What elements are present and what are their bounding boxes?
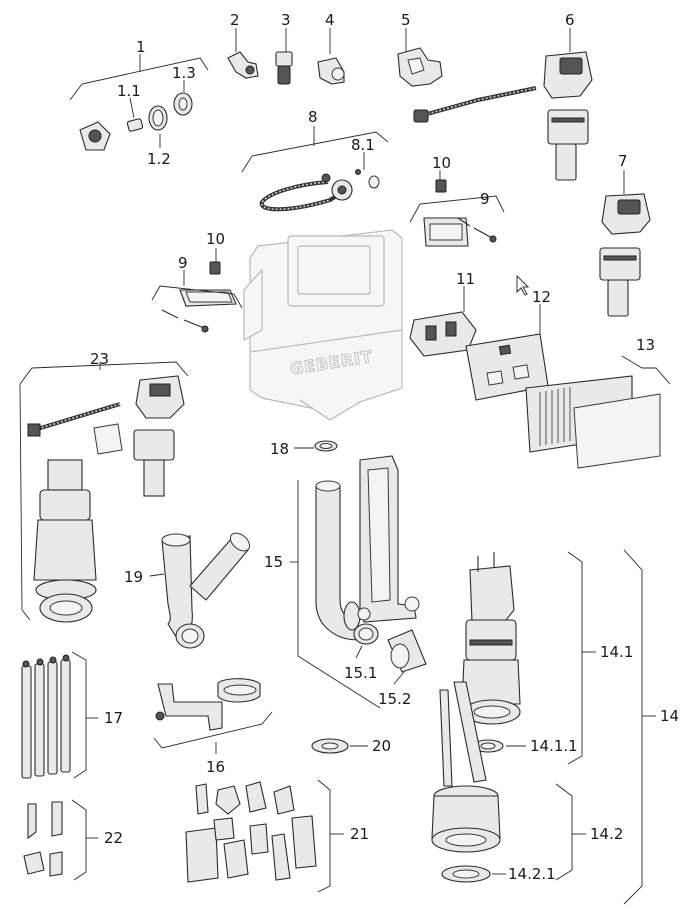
part-17-mounting-strips [21, 654, 71, 779]
callout-10-right: 10 [432, 154, 451, 172]
callout-9-right: 9 [480, 190, 490, 208]
callout-1-2: 1.2 [147, 150, 171, 168]
part-3-connector [275, 51, 293, 85]
part-14-flush-valve [461, 552, 521, 753]
callout-19: 19 [124, 568, 143, 586]
callout-10-left: 10 [206, 230, 225, 248]
part-13-service-cover [525, 375, 661, 469]
part-22-clips [23, 801, 63, 877]
callout-14-1-1: 14.1.1 [530, 737, 578, 755]
part-20-washer [311, 738, 349, 754]
part-9-fixing-set-right [423, 179, 497, 247]
callout-17: 17 [104, 709, 123, 727]
part-14-2-overflow-assembly [431, 681, 501, 883]
callout-14-2: 14.2 [590, 825, 623, 843]
part-16-support-bracket [155, 678, 261, 731]
part-19-bend-pipe [161, 532, 251, 649]
callout-14-2-1: 14.2.1 [508, 865, 556, 883]
callout-22: 22 [104, 829, 123, 847]
cover-grille [539, 387, 571, 446]
callout-5: 5 [401, 11, 411, 29]
callout-9-left: 9 [178, 254, 188, 272]
callout-15: 15 [264, 553, 283, 571]
part-15-flush-pipe-set [315, 455, 420, 641]
callout-labels: 1 1.1 1.2 1.3 2 3 4 5 6 7 8 8.1 9 9 10 1… [90, 11, 679, 883]
part-15-2-connector [387, 629, 427, 673]
part-12-mounting-plate [465, 333, 549, 401]
part-21-small-parts-set [185, 781, 317, 883]
callout-13: 13 [636, 336, 655, 354]
callout-11: 11 [456, 270, 475, 288]
callout-1-1: 1.1 [117, 82, 141, 100]
callout-3: 3 [281, 11, 291, 29]
part-7-fill-valve [599, 193, 651, 317]
callout-1: 1 [136, 38, 146, 56]
callout-18: 18 [270, 440, 289, 458]
callout-12: 12 [532, 288, 551, 306]
leader-lines [19, 28, 671, 905]
callout-23: 23 [90, 350, 109, 368]
callout-7: 7 [618, 152, 628, 170]
part-15-1-seal [353, 623, 379, 645]
callout-6: 6 [565, 11, 575, 29]
pointer-arrow-icon [516, 274, 530, 296]
callout-15-1: 15.1 [344, 664, 377, 682]
part-9-fixing-set-left [161, 261, 237, 333]
callout-15-2: 15.2 [378, 690, 411, 708]
callout-14-1: 14.1 [600, 643, 633, 661]
part-4-elbow-fitting [317, 57, 345, 85]
part-18-seal-ring [314, 440, 338, 452]
part-6-fill-valve [413, 51, 593, 181]
callout-8: 8 [308, 108, 318, 126]
part-2-angle-valve [227, 51, 259, 79]
callout-1-3: 1.3 [172, 64, 196, 82]
callout-21: 21 [350, 825, 369, 843]
callout-2: 2 [230, 11, 240, 29]
part-23-flush-valve-assembly [27, 375, 185, 623]
part-1-adapter-set [79, 92, 193, 151]
part-8-flexible-hose [259, 169, 380, 212]
part-5-holder-clip [397, 47, 443, 87]
cistern-frame: GEBERIT [243, 229, 403, 421]
callout-16: 16 [206, 758, 225, 776]
callout-4: 4 [325, 11, 335, 29]
callout-14: 14 [660, 707, 679, 725]
callout-8-1: 8.1 [351, 136, 375, 154]
callout-20: 20 [372, 737, 391, 755]
